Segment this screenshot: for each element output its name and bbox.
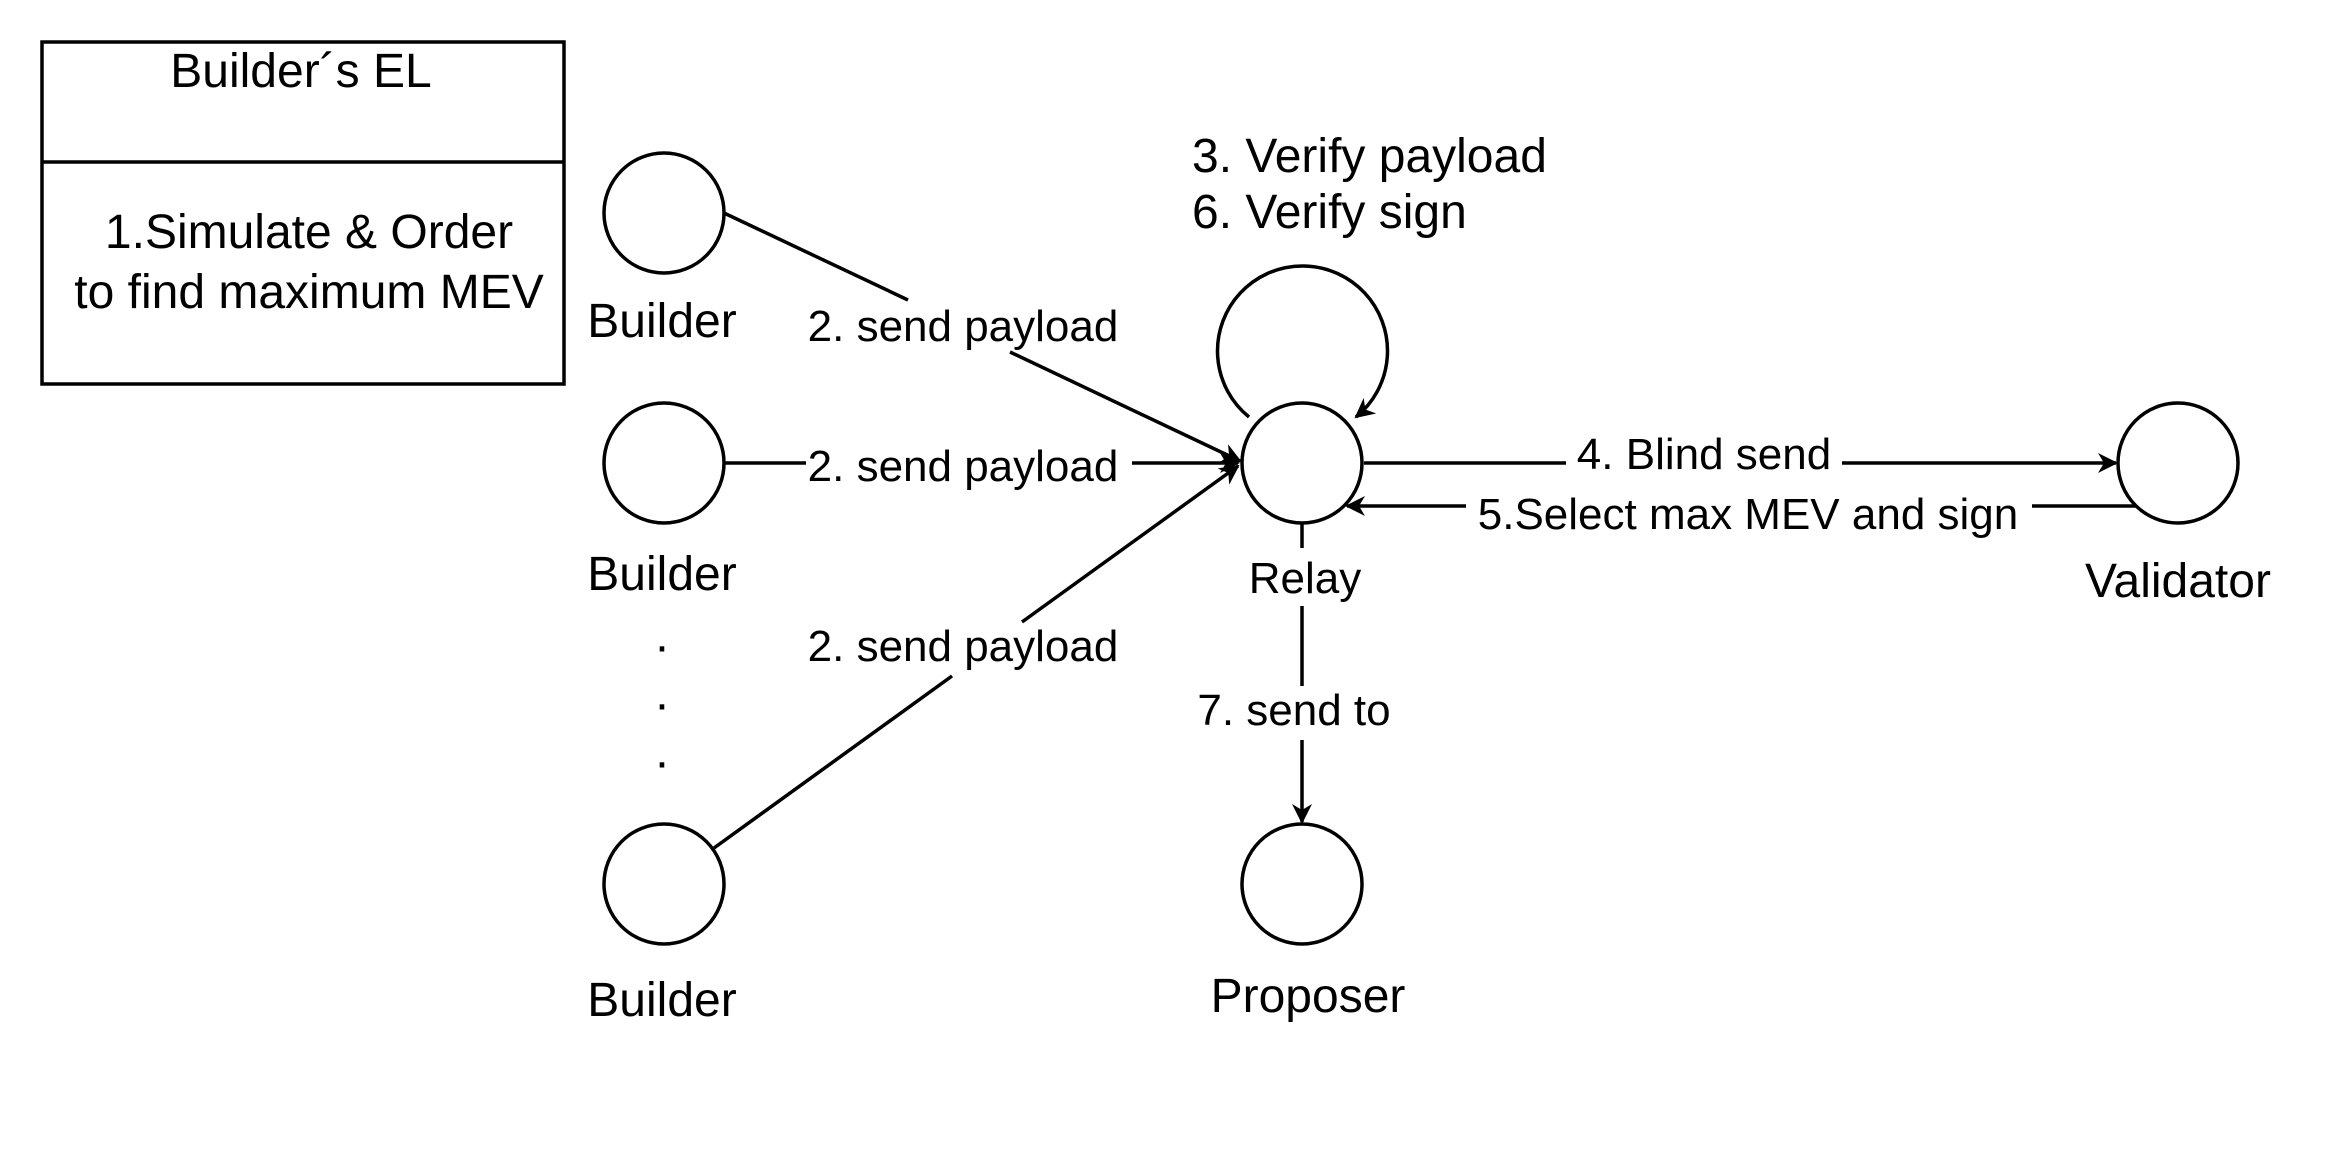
edge-builder-bottom-relay: 2. send payload xyxy=(712,464,1240,850)
edge-label-blind-send: 4. Blind send xyxy=(1577,430,1831,479)
node-builder-top: Builder xyxy=(587,151,737,348)
ellipsis-dot: · xyxy=(654,678,670,731)
edge-label-send-payload-top: 2. send payload xyxy=(808,302,1119,351)
node-relay-label: Relay xyxy=(1249,554,1362,603)
edge-validator-relay: 5.Select max MEV and sign xyxy=(1345,490,2136,539)
relay-self-loop: 3. Verify payload 6. Verify sign xyxy=(1192,130,1547,419)
builder-ellipsis: · · · xyxy=(654,620,670,789)
ellipsis-dot: · xyxy=(654,620,670,673)
node-builder-top-label: Builder xyxy=(587,295,736,348)
relay-verify-sign-label: 6. Verify sign xyxy=(1192,186,1467,239)
node-builder-mid-label: Builder xyxy=(587,548,736,601)
edge-label-send-payload-mid: 2. send payload xyxy=(808,442,1119,491)
edge-label-send-to: 7. send to xyxy=(1197,686,1390,735)
node-builder-mid: Builder xyxy=(587,401,737,601)
node-builder-bottom-label: Builder xyxy=(587,974,736,1027)
node-relay: Relay xyxy=(1240,401,1366,606)
edge-label-send-payload-bottom: 2. send payload xyxy=(808,622,1119,671)
edge-builder-top-relay: 2. send payload xyxy=(723,211,1242,463)
relay-verify-payload-label: 3. Verify payload xyxy=(1192,130,1547,183)
ellipsis-dot: · xyxy=(654,736,670,789)
node-proposer: Proposer xyxy=(1211,822,1406,1023)
edge-relay-proposer: 7. send to xyxy=(1197,524,1391,824)
edge-label-select-sign: 5.Select max MEV and sign xyxy=(1478,490,2018,539)
builder-el-title: Builder´s EL xyxy=(170,45,431,98)
node-builder-bottom: Builder xyxy=(587,822,737,1027)
builder-el-box: Builder´s EL 1.Simulate & Order to find … xyxy=(40,40,566,386)
builder-el-line2: to find maximum MEV xyxy=(74,266,543,319)
node-validator-label: Validator xyxy=(2085,555,2271,608)
edge-relay-validator: 4. Blind send xyxy=(1364,430,2118,479)
node-proposer-label: Proposer xyxy=(1211,970,1406,1023)
node-validator: Validator xyxy=(2085,401,2271,608)
builder-el-line1: 1.Simulate & Order xyxy=(105,206,513,259)
edge-builder-mid-relay: 2. send payload xyxy=(724,442,1240,491)
